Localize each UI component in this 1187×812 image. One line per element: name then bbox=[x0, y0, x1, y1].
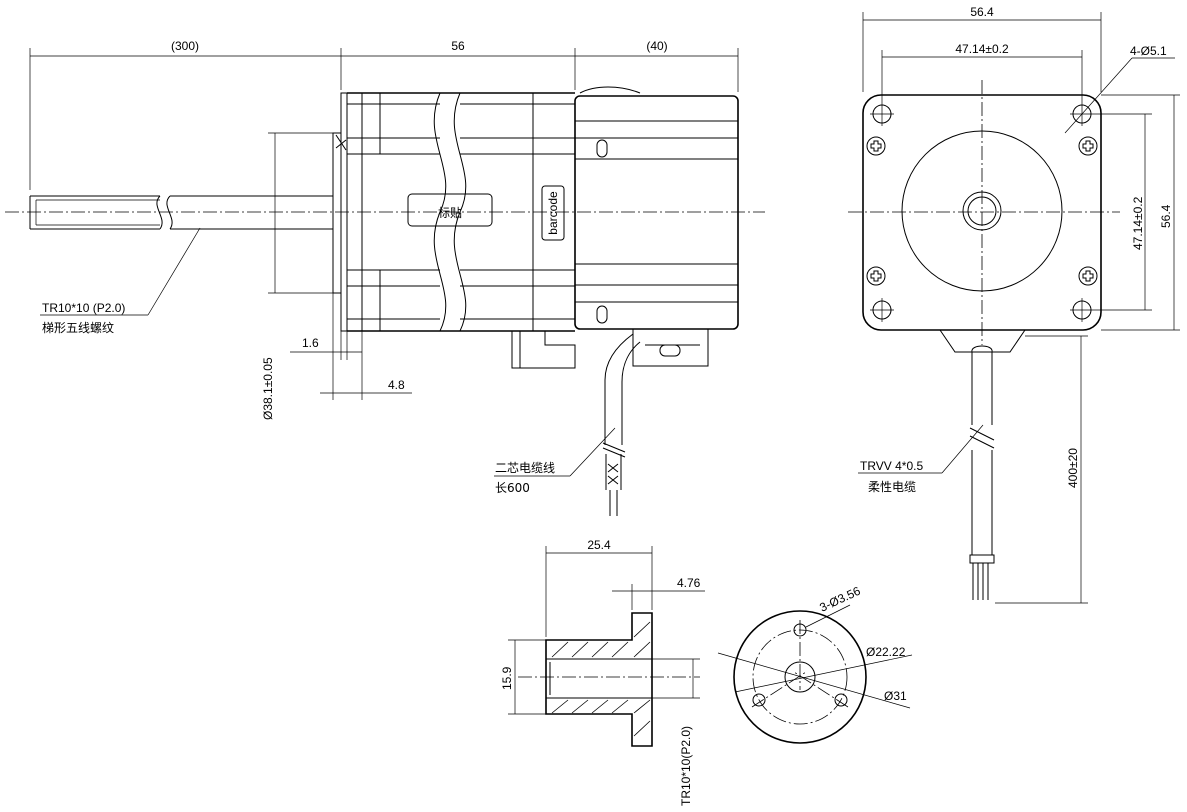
cable2-callout: 二芯电缆线 长600 bbox=[494, 427, 616, 495]
front-boss-circle bbox=[901, 130, 1063, 292]
dim-label: 1.6 bbox=[302, 336, 319, 350]
cable2-title: 二芯电缆线 bbox=[495, 461, 555, 475]
cable4-title: TRVV 4*0.5 bbox=[860, 459, 923, 473]
two-core-cable bbox=[602, 333, 641, 516]
dim-label: Ø38.1±0.05 bbox=[261, 357, 275, 420]
front-connector bbox=[939, 329, 1026, 353]
dim-label: (300) bbox=[171, 39, 199, 53]
nut-section-view: 25.4 4.76 15.9 TR10*10(P2.0) bbox=[500, 538, 705, 806]
thread-callout: TR10*10 (P2.0) 梯形五线螺纹 bbox=[40, 227, 201, 335]
dim-flange-offset: 4.8 bbox=[320, 293, 412, 400]
lead-screw bbox=[29, 195, 333, 230]
dim-label: 4.8 bbox=[388, 378, 405, 392]
nut-front-view: 3-Ø3.56 Ø22.22 Ø31 bbox=[717, 584, 913, 744]
bottom-connector bbox=[511, 331, 576, 369]
dim-label: TR10*10(P2.0) bbox=[679, 726, 693, 806]
dim-label: 400±20 bbox=[1066, 448, 1080, 488]
nut-hole bbox=[752, 693, 766, 707]
sticker-box bbox=[407, 193, 493, 227]
dim-label: 25.4 bbox=[587, 538, 611, 552]
nut-hole bbox=[834, 693, 848, 707]
dim-label: 56.4 bbox=[970, 5, 994, 19]
barcode-box bbox=[541, 185, 565, 241]
front-flange bbox=[862, 94, 1102, 331]
dim-label: 47.14±0.2 bbox=[1131, 196, 1145, 250]
front-view: 56.4 47.14±0.2 4-Ø5.1 47.14±0.2 56.4 400… bbox=[848, 5, 1180, 604]
dim-label: Ø22.22 bbox=[866, 645, 906, 659]
hatching bbox=[551, 621, 651, 737]
dim-label: (40) bbox=[646, 39, 667, 53]
dim-label: Ø31 bbox=[884, 689, 907, 703]
break-line bbox=[453, 92, 467, 332]
dim-body-length: 56 bbox=[341, 39, 576, 90]
dim-flange-thickness: 1.6 bbox=[290, 331, 362, 360]
nut-bore bbox=[784, 661, 816, 693]
thread-desc-label: 梯形五线螺纹 bbox=[42, 321, 114, 335]
front-shaft-circle bbox=[962, 191, 1002, 231]
nut-flange-circle bbox=[733, 610, 867, 744]
cable2-length: 长600 bbox=[495, 481, 530, 495]
dim-label: 4-Ø5.1 bbox=[1130, 44, 1167, 58]
encoder-housing bbox=[574, 86, 739, 367]
break-line bbox=[433, 92, 447, 332]
thread-spec-label: TR10*10 (P2.0) bbox=[42, 301, 125, 315]
dim-label: 4.76 bbox=[677, 576, 701, 590]
motor-body: 标贴 barcode bbox=[347, 92, 576, 369]
screw-icon bbox=[866, 136, 886, 156]
screw-icon bbox=[1078, 136, 1098, 156]
dim-label: 56.4 bbox=[1159, 204, 1173, 228]
motor-boss bbox=[332, 92, 348, 332]
dim-label: 15.9 bbox=[500, 666, 514, 690]
dim-shaft-length: (300) bbox=[29, 39, 342, 190]
dim-encoder-length: (40) bbox=[575, 39, 739, 92]
sticker-label: 标贴 bbox=[438, 206, 462, 220]
screw-icon bbox=[1078, 266, 1098, 286]
cable4-desc: 柔性电缆 bbox=[868, 480, 916, 494]
dim-label: 56 bbox=[451, 39, 465, 53]
dim-label: 47.14±0.2 bbox=[955, 42, 1009, 56]
screw-icon bbox=[866, 266, 886, 286]
side-view: 标贴 barcode bbox=[5, 39, 765, 516]
barcode-label: barcode bbox=[546, 191, 560, 235]
dim-boss-diameter: Ø38.1±0.05 bbox=[261, 132, 333, 420]
